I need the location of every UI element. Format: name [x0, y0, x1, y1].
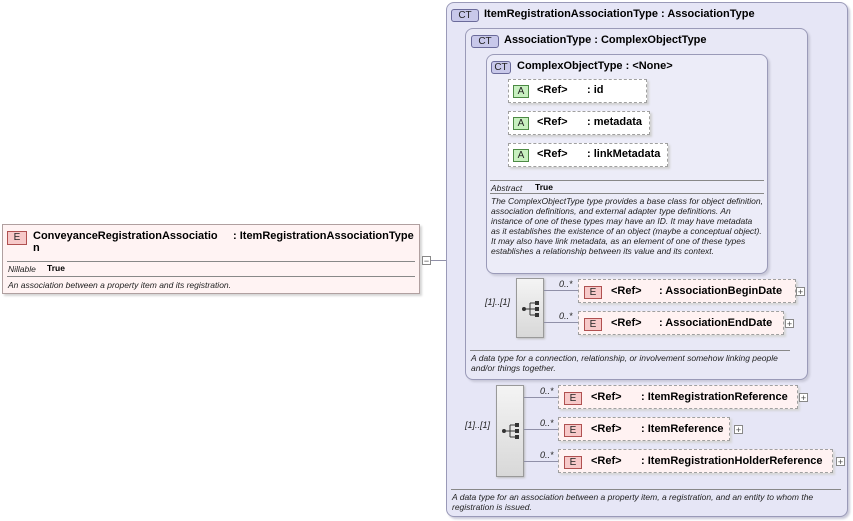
root-element[interactable]: E ConveyanceRegistrationAssociatio : Ite…: [2, 224, 420, 294]
seq-branch: [524, 461, 558, 462]
divider: [490, 193, 764, 194]
element-badge: E: [584, 286, 602, 299]
attribute-name: : metadata: [587, 116, 643, 128]
seq-branch: [544, 322, 578, 323]
expand-toggle[interactable]: +: [796, 287, 805, 297]
divider: [470, 350, 790, 351]
expand-toggle[interactable]: +: [836, 457, 845, 467]
seq-branch: [524, 397, 558, 398]
expand-toggle[interactable]: +: [799, 393, 808, 403]
complex-type-badge: CT: [491, 61, 511, 74]
attribute-ref: <Ref>: [537, 84, 568, 96]
element-multiplicity: 0..*: [540, 386, 554, 396]
element-badge: E: [584, 318, 602, 331]
element-name: : ItemRegistrationReference: [641, 391, 788, 403]
sequence-icon: [502, 423, 519, 439]
root-element-name: ConveyanceRegistrationAssociatio: [33, 230, 218, 242]
complex-object-type-title: ComplexObjectType : <None>: [517, 60, 673, 72]
association-type-description: A data type for a connection, relationsh…: [471, 353, 778, 373]
element-ref: <Ref>: [591, 455, 622, 467]
element-ref: <Ref>: [591, 391, 622, 403]
seq-branch: [544, 290, 578, 291]
element-multiplicity: 0..*: [540, 450, 554, 460]
complex-type-badge: CT: [451, 9, 479, 22]
element-item-registration-reference[interactable]: E <Ref> : ItemRegistrationReference: [558, 385, 798, 409]
sequence-icon: [522, 301, 539, 317]
element-multiplicity: 0..*: [540, 418, 554, 428]
attribute-badge: A: [513, 117, 529, 130]
element-ref: <Ref>: [611, 317, 642, 329]
abstract-value: True: [535, 182, 553, 192]
element-multiplicity: 0..*: [559, 311, 573, 321]
divider: [451, 489, 841, 490]
attribute-badge: A: [513, 85, 529, 98]
collapse-toggle[interactable]: −: [422, 256, 431, 266]
attribute-name: : id: [587, 84, 604, 96]
element-name: : AssociationBeginDate: [659, 285, 783, 297]
element-ref: <Ref>: [611, 285, 642, 297]
attribute-ref: <Ref>: [537, 116, 568, 128]
outer-type-description: A data type for an association between a…: [452, 492, 814, 512]
nillable-label: Nillable: [8, 264, 36, 274]
attribute-name: : linkMetadata: [587, 148, 661, 160]
connector-root-to-outer: [431, 260, 457, 261]
attribute-ref: <Ref>: [537, 148, 568, 160]
element-association-begin-date[interactable]: E <Ref> : AssociationBeginDate: [578, 279, 796, 303]
complex-type-badge: CT: [471, 35, 499, 48]
abstract-label: Abstract: [491, 183, 523, 193]
outer-type-title: ItemRegistrationAssociationType : Associ…: [484, 8, 755, 20]
element-ref: <Ref>: [591, 423, 622, 435]
element-multiplicity: 0..*: [559, 279, 573, 289]
element-name: : AssociationEndDate: [659, 317, 773, 329]
divider: [490, 180, 764, 181]
element-name: : ItemRegistrationHolderReference: [641, 455, 823, 467]
element-item-registration-holder-reference[interactable]: E <Ref> : ItemRegistrationHolderReferenc…: [558, 449, 833, 473]
expand-toggle[interactable]: +: [734, 425, 743, 435]
attribute-link-metadata[interactable]: A <Ref> : linkMetadata: [508, 143, 668, 167]
element-name: : ItemReference: [641, 423, 724, 435]
element-item-reference[interactable]: E <Ref> : ItemReference: [558, 417, 730, 441]
expand-toggle[interactable]: +: [785, 319, 794, 329]
divider: [7, 261, 415, 262]
divider: [7, 276, 415, 277]
element-association-end-date[interactable]: E <Ref> : AssociationEndDate: [578, 311, 784, 335]
sequence-multiplicity: [1]..[1]: [485, 297, 511, 307]
complex-object-type-description: The ComplexObjectType type provides a ba…: [491, 196, 763, 256]
association-type-title: AssociationType : ComplexObjectType: [504, 34, 707, 46]
sequence-compositor[interactable]: [496, 385, 524, 477]
sequence-compositor[interactable]: [516, 278, 544, 338]
element-badge: E: [7, 231, 27, 245]
attribute-metadata[interactable]: A <Ref> : metadata: [508, 111, 650, 135]
nillable-value: True: [47, 263, 65, 273]
element-badge: E: [564, 456, 582, 469]
attribute-id[interactable]: A <Ref> : id: [508, 79, 647, 103]
root-element-description: An association between a property item a…: [8, 280, 232, 290]
element-badge: E: [564, 424, 582, 437]
root-element-name-wrap: n: [33, 242, 40, 254]
element-badge: E: [564, 392, 582, 405]
attribute-badge: A: [513, 149, 529, 162]
seq-branch: [524, 429, 558, 430]
sequence-multiplicity: [1]..[1]: [465, 420, 491, 430]
root-element-type: : ItemRegistrationAssociationType: [233, 230, 414, 242]
